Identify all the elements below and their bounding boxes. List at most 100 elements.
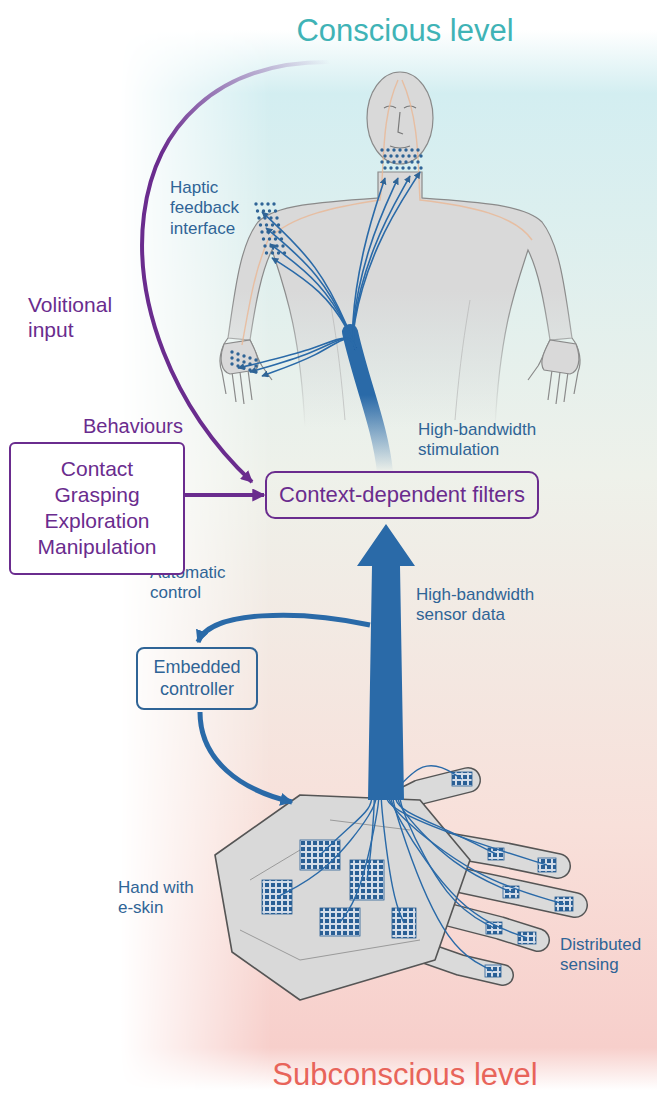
haptic-dot	[392, 148, 395, 151]
haptic-dot	[410, 160, 413, 163]
haptic-dot	[269, 216, 272, 219]
haptic-dot	[242, 366, 245, 369]
stimulation-fibres	[238, 172, 420, 376]
haptic-dot	[263, 244, 266, 247]
haptic-dot	[254, 202, 257, 205]
haptic-dot	[380, 160, 383, 163]
haptic-dot	[256, 209, 259, 212]
interface-label: Haptic feedback interface	[170, 178, 250, 239]
haptic-dot	[416, 160, 419, 163]
haptic-dot	[407, 166, 410, 169]
haptic-dot	[410, 148, 413, 151]
haptic-dot	[416, 148, 419, 151]
human-figure	[220, 72, 580, 428]
haptic-dot	[230, 356, 233, 359]
level-background	[120, 30, 657, 1090]
haptic-dot	[259, 223, 262, 226]
haptic-dot	[413, 166, 416, 169]
sensing-label: Distributed sensing	[560, 935, 652, 976]
sensor-data-arrow	[357, 524, 415, 800]
stimulation-bundle	[350, 332, 385, 472]
right-hand	[528, 338, 580, 404]
haptic-dot	[236, 364, 239, 367]
haptic-dot	[248, 356, 251, 359]
haptic-dot	[266, 202, 269, 205]
haptic-dot	[274, 237, 277, 240]
sensor-wire	[388, 792, 564, 904]
haptic-dot	[395, 166, 398, 169]
stimulation-fibre	[353, 172, 420, 350]
haptic-dot	[274, 209, 277, 212]
haptic-dot	[230, 362, 233, 365]
haptic-interface-dots	[230, 148, 422, 373]
haptic-dot	[283, 251, 286, 254]
haptic-dot	[272, 230, 275, 233]
stimulation-fibre	[262, 212, 356, 350]
stimulation-fibre	[353, 178, 398, 350]
haptic-dot	[263, 216, 266, 219]
head	[367, 72, 433, 164]
stimulation-fibre	[270, 244, 356, 350]
haptic-dot	[401, 154, 404, 157]
haptic-dot	[275, 216, 278, 219]
left-palm	[221, 340, 258, 374]
haptic-dot	[254, 370, 257, 373]
sensor-wire	[400, 792, 494, 928]
box-text: Contact Grasping Exploration Manipulatio…	[27, 456, 167, 561]
sensor-wire	[395, 792, 496, 854]
haptic-dot	[380, 148, 383, 151]
haptic-dot	[275, 244, 278, 247]
sensor-wire	[397, 792, 511, 892]
haptic-dot	[383, 166, 386, 169]
nerve-paths	[242, 80, 532, 345]
stimulation-label: High-bandwidth stimulation	[418, 420, 550, 461]
haptic-dot	[257, 216, 260, 219]
e-skin-patches	[262, 772, 573, 977]
haptic-dot	[277, 251, 280, 254]
haptic-dot	[280, 237, 283, 240]
input-label: Volitional input	[28, 292, 140, 342]
box-text: Context-dependent filters	[279, 481, 525, 509]
haptic-dot	[262, 237, 265, 240]
torso	[228, 172, 572, 428]
haptic-dot	[269, 244, 272, 247]
haptic-dot	[278, 230, 281, 233]
haptic-dot	[413, 154, 416, 157]
box-heading: Behaviours	[83, 414, 183, 438]
filter-box: Context-dependent filters	[265, 471, 539, 519]
haptic-dot	[236, 358, 239, 361]
haptic-dot	[277, 223, 280, 226]
haptic-dot	[386, 148, 389, 151]
haptic-dot	[271, 251, 274, 254]
behaviour-box: BehavioursContact Grasping Exploration M…	[9, 442, 185, 575]
haptic-dot	[266, 230, 269, 233]
haptic-dot	[248, 368, 251, 371]
haptic-dot	[389, 154, 392, 157]
haptic-dot	[419, 166, 422, 169]
controller-box: Embedded controller	[136, 647, 258, 710]
level-title: Conscious level	[230, 12, 580, 49]
haptic-dot	[407, 154, 410, 157]
haptic-dot	[265, 251, 268, 254]
box-text: Embedded controller	[149, 656, 245, 701]
haptic-dot	[398, 148, 401, 151]
haptic-dot	[383, 154, 386, 157]
stimulation-fibre	[266, 228, 356, 350]
haptic-dot	[389, 166, 392, 169]
haptic-dot	[248, 362, 251, 365]
haptic-dot	[392, 160, 395, 163]
hand-label: Hand with e-skin	[118, 878, 204, 919]
robotic-hand	[215, 772, 575, 1000]
haptic-dot	[404, 160, 407, 163]
haptic-dot	[236, 352, 239, 355]
haptic-dot	[260, 202, 263, 205]
sensor-wire	[393, 792, 493, 971]
haptic-dot	[230, 350, 233, 353]
stimulation-fibre	[272, 258, 356, 350]
right-palm	[542, 340, 579, 374]
haptic-dot	[265, 223, 268, 226]
stimulation-fibre	[250, 338, 356, 372]
haptic-dot	[242, 354, 245, 357]
sensor-wire	[390, 792, 527, 938]
